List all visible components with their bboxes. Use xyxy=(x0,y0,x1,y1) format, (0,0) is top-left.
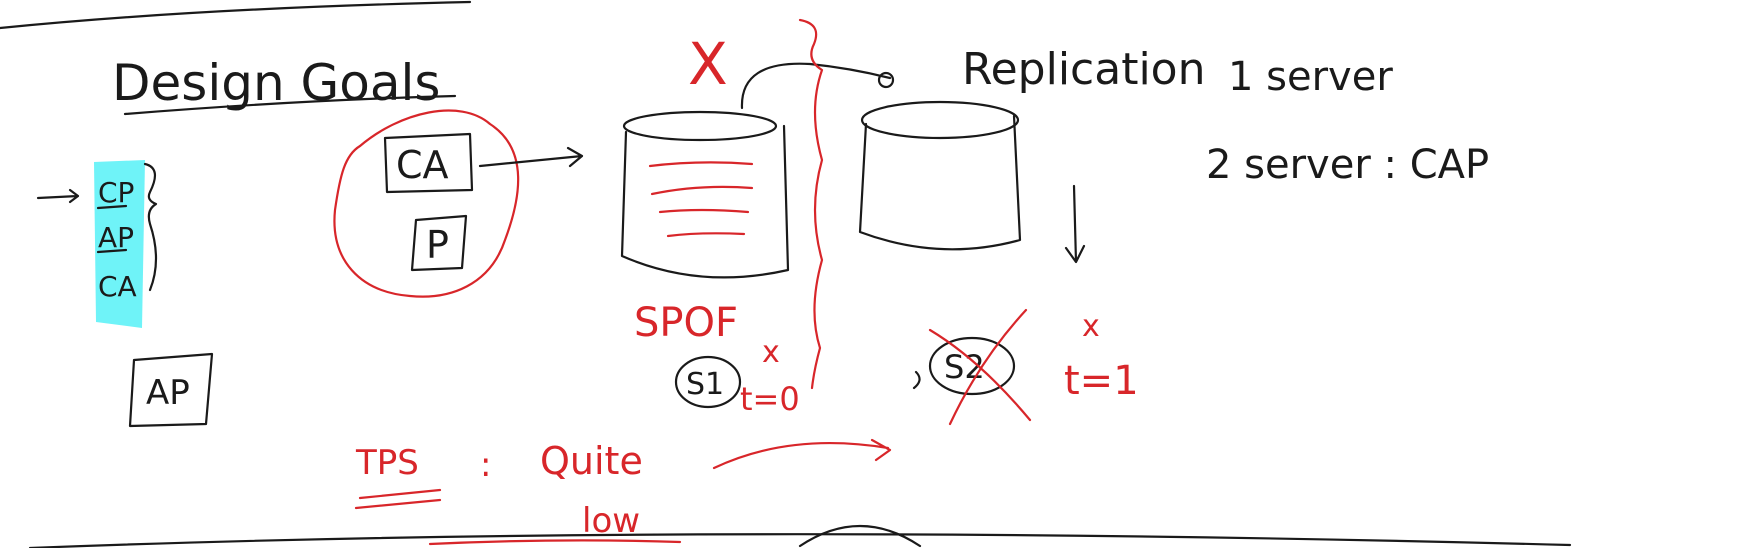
tps-separator: : xyxy=(480,445,491,485)
title-group: Design Goals xyxy=(112,54,457,116)
s2-node xyxy=(928,336,1016,396)
title-underline xyxy=(123,94,457,116)
right-db-body xyxy=(858,114,1022,251)
tps-value: Quite xyxy=(540,439,643,483)
goal-item-cp-underline xyxy=(96,204,128,210)
box-p-label: P xyxy=(426,223,449,267)
replication-label: Replication xyxy=(962,44,1205,95)
two-server-note: 2 server : CAP xyxy=(1206,142,1489,188)
left-db-data-lines xyxy=(648,161,754,238)
design-goals-title: Design Goals xyxy=(112,54,440,112)
goal-item-ca: CA xyxy=(98,270,137,303)
right-database: S2 x t=1 xyxy=(858,100,1139,426)
s2-time: t=1 xyxy=(1064,358,1139,404)
replication-notes: Replication 1 server 2 server : CAP xyxy=(962,44,1489,188)
network-partition-line xyxy=(798,18,824,390)
replication-arrowhead xyxy=(877,71,895,89)
box-ca-label: CA xyxy=(396,143,449,187)
pointer-arrow xyxy=(36,188,80,204)
s1-node xyxy=(674,355,742,409)
bottom-partial-shape xyxy=(798,524,922,548)
replication-arrow xyxy=(740,62,892,110)
cloud-outline xyxy=(333,109,520,298)
box-ca xyxy=(383,132,474,194)
left-db-top xyxy=(622,110,778,142)
s1-time: t=0 xyxy=(740,380,800,418)
tps-note: TPS : Quite low xyxy=(354,438,892,546)
highlight-mark xyxy=(94,160,145,328)
goal-item-ap-underline xyxy=(96,248,128,254)
s1-label: S1 xyxy=(686,367,724,402)
tps-underline xyxy=(354,488,442,510)
left-db-cross: X xyxy=(688,30,728,98)
tps-value-line2: low xyxy=(582,501,640,541)
goal-item-ap: AP xyxy=(98,221,134,254)
s2-cross-out xyxy=(928,308,1032,426)
tps-label: TPS xyxy=(355,443,419,483)
tps-arrow xyxy=(712,438,892,470)
right-db-down-arrow xyxy=(1064,184,1086,264)
left-db-body xyxy=(620,124,790,279)
right-db-top xyxy=(860,100,1020,140)
goals-brace xyxy=(143,162,158,292)
box-p xyxy=(410,214,468,272)
chosen-ap-label: AP xyxy=(146,373,190,413)
goals-list: CP AP CA xyxy=(36,160,158,328)
s2-x-mark: x xyxy=(1082,309,1100,344)
bottom-rule xyxy=(28,533,1572,548)
tps-bottom-line xyxy=(428,539,682,546)
spof-label: SPOF xyxy=(634,300,738,346)
ca-p-cloud: CA P xyxy=(333,109,584,298)
left-database: X SPOF S1 x t=0 xyxy=(620,30,895,418)
cloud-to-db-arrow xyxy=(478,146,584,168)
s2-side-mark xyxy=(912,370,921,390)
goal-item-cp: CP xyxy=(98,176,134,209)
one-server-note: 1 server xyxy=(1228,54,1393,100)
chosen-ap-box: AP xyxy=(128,352,214,428)
s1-x-mark: x xyxy=(762,335,780,370)
top-rule xyxy=(0,0,472,30)
